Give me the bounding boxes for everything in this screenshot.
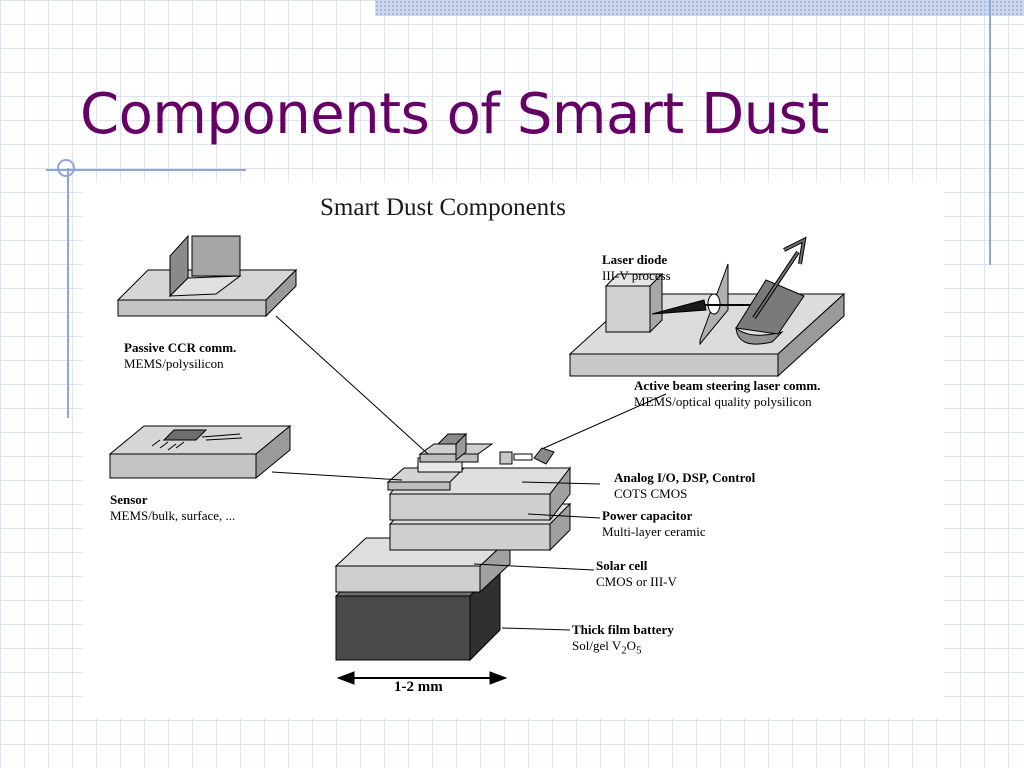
dimension-arrow-icon	[336, 671, 508, 685]
decorative-rule-left	[67, 168, 69, 418]
component-name: Thick film battery	[572, 622, 674, 637]
header-texture-band	[375, 0, 1024, 16]
label-power-capacitor: Power capacitor Multi-layer ceramic	[602, 508, 706, 540]
component-tech: MEMS/polysilicon	[124, 356, 224, 371]
laser-module-illustration	[568, 263, 846, 378]
ring-ornament-icon	[57, 159, 75, 177]
label-sensor: Sensor MEMS/bulk, surface, ...	[110, 492, 235, 524]
smart-dust-diagram: Smart Dust Components Laser diode III-V …	[82, 182, 944, 718]
label-active-beam-steering: Active beam steering laser comm. MEMS/op…	[634, 378, 820, 410]
tech-text: Sol/gel V	[572, 638, 622, 653]
component-tech: Multi-layer ceramic	[602, 524, 706, 539]
component-name: Power capacitor	[602, 508, 693, 523]
leader-lines	[271, 315, 667, 631]
tech-text: O	[626, 638, 637, 653]
component-tech: MEMS/optical quality polysilicon	[634, 394, 812, 409]
label-passive-ccr: Passive CCR comm. MEMS/polysilicon	[124, 340, 236, 372]
slide-title: Components of Smart Dust	[80, 82, 829, 147]
label-analog-io: Analog I/O, DSP, Control COTS CMOS	[614, 470, 755, 502]
component-tech: Sol/gel V2O5	[572, 638, 674, 659]
dimension-label: 1-2 mm	[394, 679, 443, 695]
mote-stack-illustration	[334, 432, 572, 662]
sensor-module-illustration	[108, 424, 292, 480]
component-name: Active beam steering laser comm.	[634, 378, 821, 393]
label-solar-cell: Solar cell CMOS or III-V	[596, 558, 677, 590]
component-name: Sensor	[110, 492, 148, 507]
component-name: Solar cell	[596, 558, 648, 573]
label-thick-film-battery: Thick film battery Sol/gel V2O5	[572, 622, 674, 659]
component-name: Analog I/O, DSP, Control	[614, 470, 756, 485]
decorative-rule-horizontal	[46, 169, 246, 171]
decorative-rule-right	[989, 0, 991, 265]
label-laser-diode: Laser diode III-V process	[602, 252, 671, 284]
subscript: 2	[621, 644, 627, 657]
component-name: Passive CCR comm.	[124, 340, 237, 355]
diagram-title: Smart Dust Components	[320, 194, 566, 221]
component-tech: MEMS/bulk, surface, ...	[110, 508, 236, 523]
diagram-drawing	[108, 234, 846, 685]
component-tech: CMOS or III-V	[596, 574, 677, 589]
subscript: 5	[636, 644, 642, 657]
component-tech: III-V process	[602, 268, 671, 283]
component-tech: COTS CMOS	[614, 486, 688, 501]
component-name: Laser diode	[602, 252, 668, 267]
ccr-module-illustration	[116, 234, 298, 318]
